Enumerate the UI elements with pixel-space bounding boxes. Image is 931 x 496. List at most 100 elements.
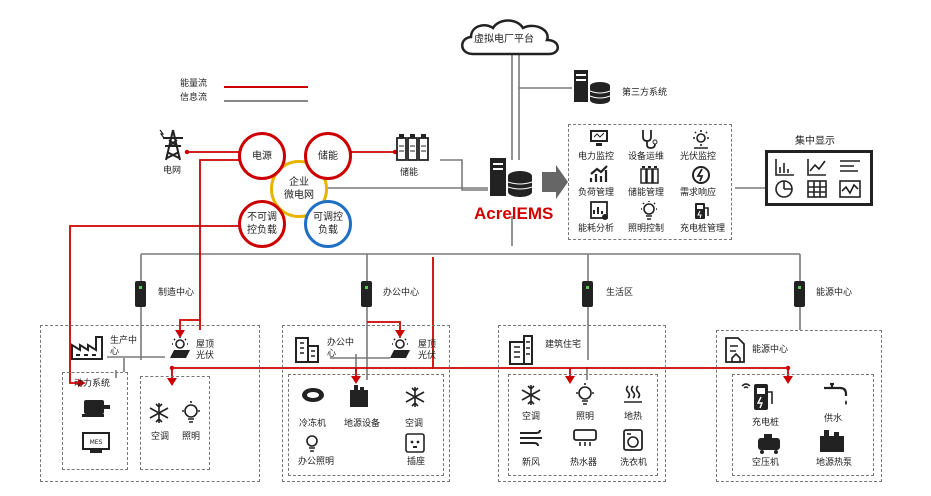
chart-growth-icon <box>589 165 608 182</box>
factory-loads-panel <box>140 376 210 470</box>
node-label-office: 办公中心 <box>383 288 420 298</box>
building-label: 建筑住宅 <box>545 340 582 350</box>
water-heater-label: 热水器 <box>570 458 598 468</box>
charger-label: 充电桩 <box>752 418 780 428</box>
battery-storage-icon <box>396 134 429 161</box>
controllable-load-circle: 可调控 负载 <box>304 200 352 248</box>
socket-label: 插座 <box>407 457 426 467</box>
gateway-icon-office <box>361 281 372 307</box>
compressor-label: 空压机 <box>752 458 780 468</box>
ac-label-living: 空调 <box>522 412 541 422</box>
washing-machine-icon <box>623 429 643 451</box>
water-heater-icon <box>573 429 597 446</box>
gateway-icon-energy <box>794 281 805 307</box>
lightbulb-icon <box>182 401 200 423</box>
dashboard-icon <box>775 159 861 198</box>
ev-charger-icon <box>741 383 773 410</box>
server-database-icon <box>574 70 611 104</box>
air-compressor-icon <box>758 434 780 454</box>
storage-label: 储能 <box>400 168 419 178</box>
production-center-label: 生产中 心 <box>110 336 138 357</box>
lightbulb-icon <box>576 383 594 405</box>
ems-function-label: 电力监控 <box>578 152 615 162</box>
ems-function-label: 储能管理 <box>628 188 665 198</box>
office-loads-panel <box>288 374 444 476</box>
ground-source-equipment-icon <box>350 385 368 407</box>
snowflake-icon <box>521 385 541 405</box>
solar-panel-icon <box>390 337 410 358</box>
display-title: 集中显示 <box>795 136 835 147</box>
legend-info-line <box>224 100 308 102</box>
cloud-label: 虚拟电厂平台 <box>474 34 534 45</box>
office-panel <box>282 325 450 482</box>
living-panel <box>498 325 666 482</box>
energy-center-label: 能源中心 <box>752 345 789 355</box>
monitor-icon <box>590 130 608 146</box>
motor-icon <box>82 400 110 417</box>
power-button-icon <box>692 166 710 184</box>
ems-server-icon <box>490 158 533 197</box>
energy-center-icon <box>725 337 745 363</box>
ground-equipment-label: 地源设备 <box>344 419 381 429</box>
ems-function-label: 需求响应 <box>680 188 717 198</box>
power-tower-icon <box>159 129 183 161</box>
heat-pump-label: 地源热泵 <box>816 458 853 468</box>
chiller-label: 冷冻机 <box>299 419 327 429</box>
lightbulb-icon <box>306 435 318 452</box>
energy-loads-panel <box>732 374 874 476</box>
cloud-icon <box>461 19 559 56</box>
stethoscope-icon <box>642 130 658 149</box>
floor-heating-label: 地热 <box>624 412 643 422</box>
display-screen <box>765 150 873 206</box>
water-supply-label: 供水 <box>824 414 843 424</box>
grid-label: 电网 <box>163 166 182 176</box>
charger-icon <box>695 203 709 219</box>
snowflake-icon <box>149 403 169 423</box>
chiller-icon <box>302 388 324 402</box>
manufacturing-panel <box>40 325 260 482</box>
battery-icon <box>640 166 659 184</box>
node-label-living: 生活区 <box>606 288 634 298</box>
storage-circle: 储能 <box>304 132 352 180</box>
third-party-label: 第三方系统 <box>622 88 668 98</box>
wind-icon <box>520 429 542 447</box>
ac-label-office: 空调 <box>405 419 424 429</box>
factory-icon <box>71 336 103 360</box>
power-system-panel <box>62 372 128 470</box>
ems-function-label: 充电桩管理 <box>680 224 726 234</box>
office-lighting-label: 办公照明 <box>298 457 335 467</box>
legend-info-label: 信息流 <box>180 93 208 103</box>
ems-function-label: 负荷管理 <box>578 188 615 198</box>
mes-terminal-icon: MES <box>82 432 110 450</box>
brand-label: AcrelEMS <box>474 204 554 223</box>
legend-energy-line <box>224 86 308 88</box>
legend-energy-label: 能量流 <box>180 79 208 89</box>
lighting-label-manufacturing: 照明 <box>182 432 201 442</box>
gateway-icon-living <box>582 281 593 307</box>
ac-label-manufacturing: 空调 <box>151 432 170 442</box>
energy-panel <box>716 330 882 482</box>
solar-panel-icon <box>170 337 190 358</box>
node-label-energy: 能源中心 <box>816 288 853 298</box>
office-building-icon <box>295 337 319 363</box>
office-center-label: 办公中 心 <box>327 338 355 359</box>
pv-label-office: 屋顶 光伏 <box>418 340 437 361</box>
uncontrollable-load-circle: 不可调 控负载 <box>238 200 286 248</box>
socket-icon <box>405 433 425 453</box>
power-system-label: 动力系统 <box>74 379 111 389</box>
lighting-label-living: 照明 <box>576 412 595 422</box>
floor-heating-icon <box>624 385 642 403</box>
node-label-manufacturing: 制造中心 <box>158 288 195 298</box>
snowflake-icon <box>405 387 425 407</box>
living-loads-panel <box>508 374 658 476</box>
mes-stand <box>90 450 102 453</box>
ems-function-label: 光伏监控 <box>680 152 717 162</box>
gateway-icon-manufacturing <box>135 281 146 307</box>
sun-icon <box>693 130 709 149</box>
ems-functions-panel <box>568 124 732 240</box>
fresh-air-label: 新风 <box>522 458 541 468</box>
residential-building-icon <box>509 335 533 365</box>
ground-source-heat-pump-icon <box>820 430 844 452</box>
pv-label-manufacturing: 屋顶 光伏 <box>196 340 215 361</box>
